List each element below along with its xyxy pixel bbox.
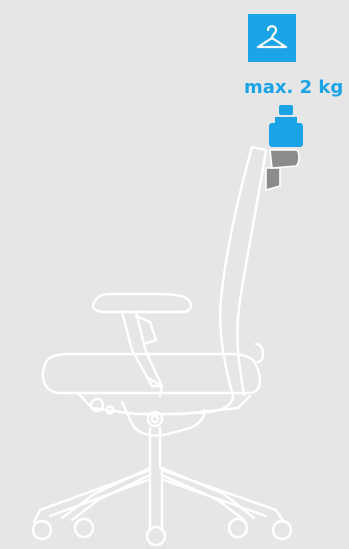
base-leg-left-back-2 bbox=[70, 474, 150, 522]
tilt-mechanism bbox=[120, 400, 206, 437]
backrest-frame bbox=[218, 145, 254, 394]
mechanism-pivot-center bbox=[150, 414, 160, 424]
max-load-label: max. 2 kg bbox=[244, 77, 344, 98]
armrest-post-lower bbox=[146, 376, 164, 398]
caster-left-back bbox=[73, 517, 95, 539]
caster-left-front bbox=[31, 519, 53, 541]
base-leg-right-back-2 bbox=[162, 474, 246, 522]
tilt-knob-small bbox=[105, 405, 115, 415]
base-leg-right-front bbox=[160, 468, 286, 524]
coat-hanger-icon bbox=[248, 14, 296, 62]
back-support-arm bbox=[170, 390, 235, 416]
mechanism-pivot bbox=[146, 410, 164, 428]
caster-right-front bbox=[271, 519, 293, 541]
lumbar-knob bbox=[254, 342, 265, 364]
base-leg-left-front-2 bbox=[48, 478, 150, 518]
backrest-frame-inner bbox=[236, 148, 268, 397]
base-leg-left-front bbox=[32, 468, 152, 524]
armrest-post-front bbox=[134, 314, 158, 346]
base-leg-right-front-2 bbox=[162, 478, 268, 518]
armrest-post bbox=[120, 310, 164, 388]
armrest-pad bbox=[92, 292, 193, 314]
weight-icon bbox=[269, 105, 303, 147]
hanger-bracket bbox=[265, 149, 300, 192]
seat-cushion bbox=[41, 352, 262, 395]
backrest-top bbox=[250, 145, 268, 152]
caster-right-back bbox=[227, 517, 249, 539]
tilt-knob bbox=[89, 397, 105, 413]
caster-center bbox=[145, 525, 167, 547]
